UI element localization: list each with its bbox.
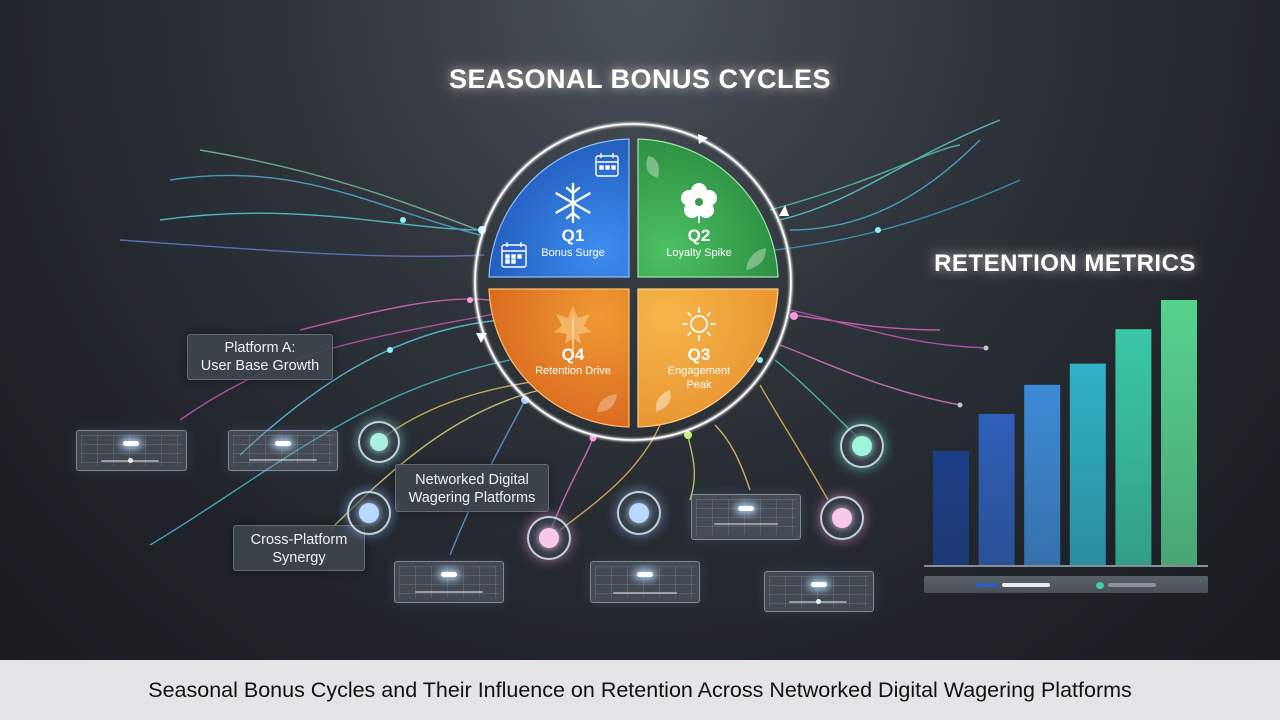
platform-node [617,491,661,535]
retention-bar [1024,384,1061,565]
quadrant-q2: Q2 Loyalty Spike [637,138,779,278]
retention-bar [1069,363,1106,565]
calendar-icon [501,242,527,268]
cross-platform-synergy-label-line1: Cross-Platform [250,532,348,548]
platform-card [691,494,801,540]
retention-bar [978,413,1015,565]
quadrant-q1: Q1 Bonus Surge [488,138,630,278]
cross-platform-synergy-label-line2: Synergy [272,550,326,566]
cycle-arrow-top [698,134,708,144]
networked-platforms-label-line1: Networked Digital [415,472,529,488]
retention-bar [1161,300,1197,565]
quadrant-q3: Q3 Engagement Peak [637,288,779,428]
maple-leaf-icon [554,306,592,350]
network-dots [387,217,989,442]
caption-bar: Seasonal Bonus Cycles and Their Influenc… [0,660,1280,720]
calendar-icon [595,153,619,177]
q2-label: Loyalty Spike [666,247,731,259]
q3-code: Q3 [688,345,711,364]
cycle-arrow-right [779,205,789,216]
q4-code: Q4 [562,345,585,364]
q3-label-line1: Engagement [668,365,730,377]
platform-a-label-line2: User Base Growth [200,358,320,374]
quadrant-q4: Q4 Retention Drive [488,288,630,428]
cycle-ring-core [474,123,792,441]
retention-metrics-title: RETENTION METRICS [934,250,1196,277]
platform-node [840,424,884,468]
platform-node [358,421,400,463]
platform-node [347,491,391,535]
legend-swatch [976,583,998,587]
leaf-icon [655,390,671,412]
cycle-arrow-left [476,333,487,343]
legend-swatch [1002,583,1050,587]
platform-node [527,516,571,560]
platform-node [820,496,864,540]
leaf-icon [646,156,659,178]
platform-card [228,430,338,471]
networked-platforms-label-line2: Wagering Platforms [408,490,536,506]
q2-code: Q2 [688,226,711,245]
retention-legend [924,576,1208,593]
platform-card [394,561,504,603]
legend-swatch [1108,583,1156,587]
snowflake-icon [555,182,591,224]
q1-label: Bonus Surge [541,247,605,259]
network-lines: Q1 Bonus Surge Q2 [119,119,1208,567]
flower-icon [681,183,717,223]
retention-bar [933,451,969,565]
retention-bar-chart [924,300,1208,567]
q3-label-line2: Peak [686,379,712,391]
q1-code: Q1 [562,226,585,245]
networked-platforms-label: Networked Digital Wagering Platforms [395,464,549,512]
cross-platform-synergy-label: Cross-Platform Synergy [233,525,365,571]
caption: Seasonal Bonus Cycles and Their Influenc… [148,677,1132,702]
platform-card [590,561,700,603]
q4-label: Retention Drive [535,365,611,377]
leaf-icon [746,248,766,270]
platform-a-label: Platform A: User Base Growth [187,334,333,380]
main-title: SEASONAL BONUS CYCLES [448,64,832,94]
leaf-icon [597,394,617,412]
platform-a-label-line1: Platform A: [224,340,296,356]
cycle-ring [473,122,793,442]
retention-bar [1115,329,1152,565]
sun-icon [682,307,716,341]
infographic-canvas: Q1 Bonus Surge Q2 [0,0,1280,660]
legend-swatch [1096,582,1104,589]
platform-card [764,571,874,612]
platform-card [76,430,187,471]
